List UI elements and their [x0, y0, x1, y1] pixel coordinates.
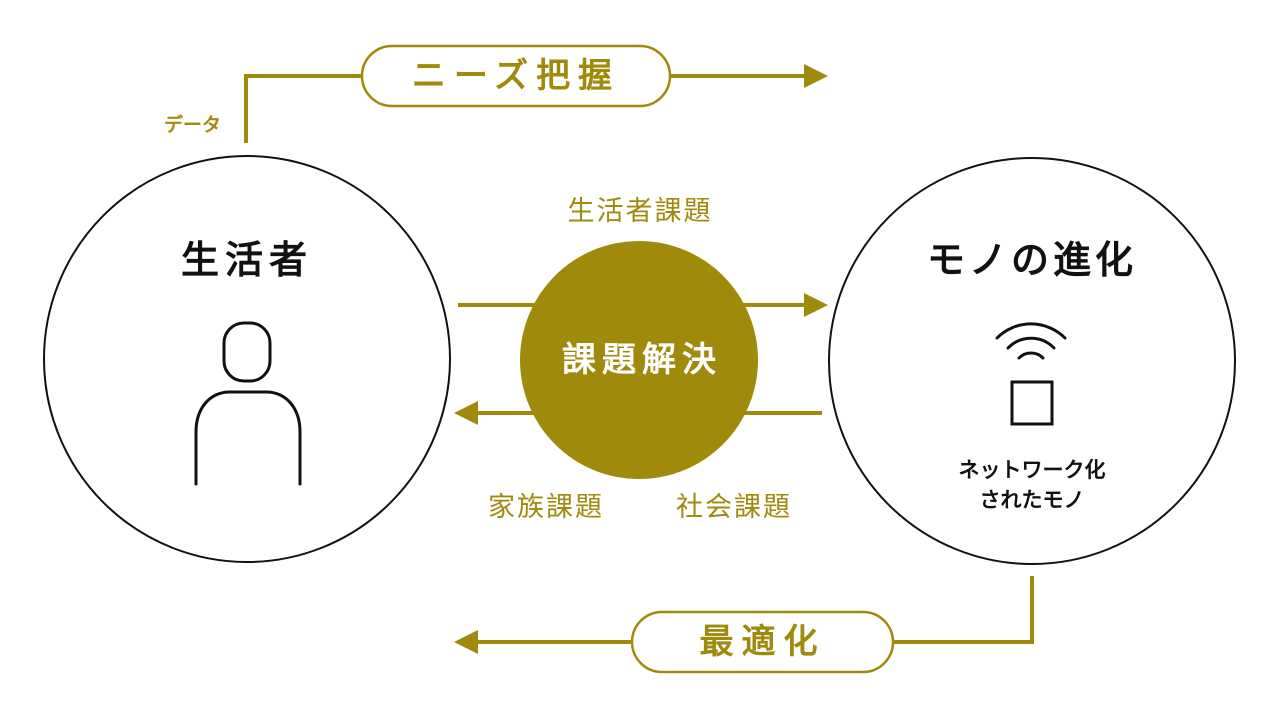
caption-line-2: されたモノ [979, 488, 1085, 513]
caption-line-1: ネットワーク化 [958, 458, 1106, 482]
bottom-flow-pill [630, 610, 895, 674]
right-node-title: モノの進化 [926, 238, 1137, 282]
connected-device-icon [995, 322, 1067, 426]
top-flow-label: ニーズ把握 [411, 56, 621, 96]
left-node-circle [43, 155, 451, 563]
right-node-circle [828, 157, 1236, 565]
right-node-caption: ネットワーク化 されたモノ [932, 455, 1132, 516]
data-source-label: データ [164, 114, 222, 136]
consumer-issues-label: 生活者課題 [567, 196, 713, 227]
social-issues-label: 社会課題 [676, 492, 792, 523]
center-circle [520, 241, 758, 479]
top-flow-arrow [244, 64, 828, 143]
bottom-flow-arrow [454, 576, 1034, 654]
person-icon [194, 321, 302, 486]
left-node-title: 生活者 [180, 238, 313, 282]
center-label: 課題解決 [562, 340, 722, 380]
family-issues-label: 家族課題 [488, 492, 604, 523]
top-flow-pill [360, 44, 672, 108]
bottom-flow-label: 最適化 [699, 622, 826, 662]
